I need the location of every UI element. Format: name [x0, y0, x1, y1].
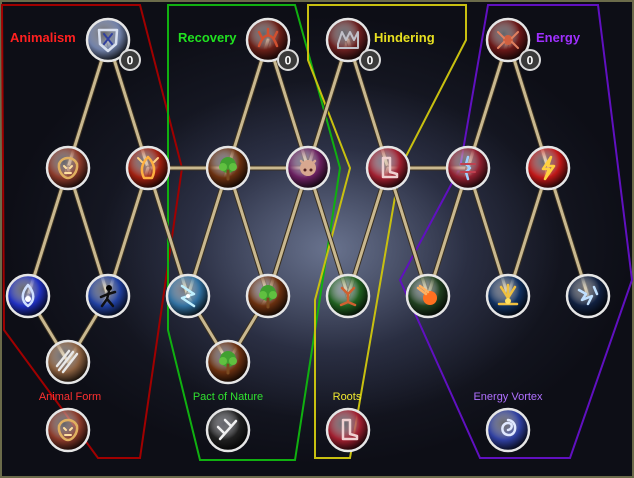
animalism-points-badge: 0: [119, 49, 141, 71]
recovery-link: [185, 165, 231, 299]
a-2-node[interactable]: [45, 145, 91, 191]
a-base-node[interactable]: [85, 17, 131, 63]
energy-section-title: Energy: [536, 30, 581, 45]
energy-link: [425, 165, 471, 299]
flame-beast-icon: [137, 155, 159, 180]
hindering-link: [345, 165, 391, 299]
wolves-icon: [337, 31, 359, 49]
energy-link: [545, 165, 591, 299]
beast-head-icon: [57, 156, 79, 180]
animalism-link: [105, 37, 151, 171]
e-base-node[interactable]: [485, 17, 531, 63]
energy-points-badge: 0: [519, 49, 541, 71]
e-5-node[interactable]: [485, 273, 531, 319]
recovery-section-border: [167, 4, 342, 461]
vortex-icon: [501, 418, 517, 437]
a-final-node[interactable]: [45, 407, 91, 453]
recovery-link: [225, 165, 271, 299]
boot-icon: [381, 156, 399, 179]
cross-link: [145, 165, 191, 299]
electric-icon: [577, 285, 599, 306]
r-4-node[interactable]: [245, 273, 291, 319]
hindering-section-title: Hindering: [374, 30, 435, 45]
pig-icon: [299, 159, 317, 176]
svg-text:0: 0: [127, 54, 134, 68]
e-6-node[interactable]: [565, 273, 611, 319]
energy-link: [465, 37, 511, 171]
h-final-node[interactable]: [325, 407, 371, 453]
a-5-node[interactable]: [85, 273, 131, 319]
recovery-points-badge: 0: [277, 49, 299, 71]
hindering-link: [345, 37, 391, 171]
r-3-node[interactable]: [165, 273, 211, 319]
energy-link: [505, 37, 551, 171]
recovery-link: [225, 37, 271, 171]
animalism-section-title: Animalism: [10, 30, 76, 45]
a-4-node[interactable]: [5, 273, 51, 319]
r-base-node[interactable]: [245, 17, 291, 63]
r-5-node[interactable]: [205, 339, 251, 385]
e-final-node[interactable]: [485, 407, 531, 453]
boot-icon: [341, 418, 359, 441]
tree-icon: [219, 157, 237, 181]
r-final-node[interactable]: [205, 407, 251, 453]
healing-light-icon: [180, 284, 196, 308]
spider-icon: [497, 31, 519, 49]
blue-flame-icon: [21, 283, 35, 308]
cross-link: [265, 37, 311, 171]
spark-icon: [497, 283, 519, 306]
crackle-icon: [460, 155, 476, 181]
svg-text:0: 0: [527, 54, 534, 68]
svg-text:0: 0: [367, 54, 374, 68]
shield-icon: [97, 28, 119, 53]
hindering-link: [305, 37, 351, 171]
hindering-points-badge: 0: [359, 49, 381, 71]
hindering-final-skill-label: Roots: [333, 391, 362, 403]
h-2-node[interactable]: [285, 145, 331, 191]
energy-final-skill-label: Energy Vortex: [473, 391, 543, 403]
animalism-section-border: [0, 4, 184, 459]
animalism-link: [65, 165, 111, 299]
cross-link: [385, 165, 431, 299]
animalism-link: [105, 165, 151, 299]
lightning-bolt-icon: [541, 155, 556, 181]
a-6-node[interactable]: [45, 339, 91, 385]
energy-link: [505, 165, 551, 299]
running-figure-icon: [99, 285, 117, 308]
energy-section-border: [398, 4, 634, 459]
e-3-node[interactable]: [445, 145, 491, 191]
tree-icon: [259, 285, 277, 309]
tree-icon: [219, 351, 237, 375]
animalism-link: [65, 37, 111, 171]
rooted-foot-icon: [339, 286, 357, 307]
h-base-node[interactable]: [325, 17, 371, 63]
recovery-section-title: Recovery: [178, 30, 237, 45]
animalism-link: [25, 165, 71, 299]
beast-head-icon: [57, 418, 79, 442]
r-2-node[interactable]: [205, 145, 251, 191]
hindering-link: [305, 165, 351, 299]
claws-icon: [55, 349, 79, 374]
a-3-node[interactable]: [125, 145, 171, 191]
recovery-final-skill-label: Pact of Nature: [193, 391, 263, 403]
energy-link: [465, 165, 511, 299]
e-2-node[interactable]: [525, 145, 571, 191]
fireball-icon: [416, 284, 437, 305]
svg-text:0: 0: [285, 54, 292, 68]
sword-icon: [216, 418, 238, 441]
h-3-node[interactable]: [365, 145, 411, 191]
animalism-final-skill-label: Animal Form: [39, 391, 101, 403]
hindering-section-border: [307, 4, 467, 459]
bramble-icon: [257, 27, 279, 48]
h-4-node[interactable]: [325, 273, 371, 319]
cross-link: [265, 165, 311, 299]
e-4-node[interactable]: [405, 273, 451, 319]
